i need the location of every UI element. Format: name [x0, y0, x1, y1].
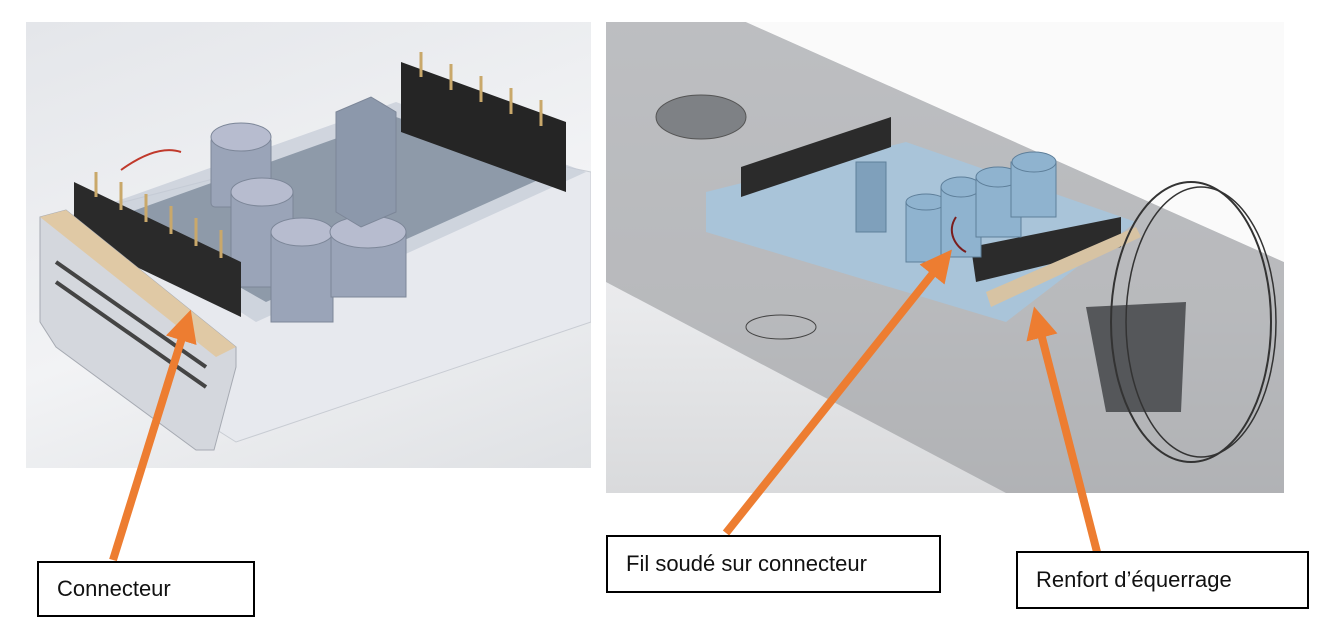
- arrow-squaring-reinforcement: [1026, 306, 1101, 553]
- label-soldered-wire: Fil soudé sur connecteur: [606, 535, 941, 593]
- arrow-connector: [109, 309, 197, 562]
- arrow-soldered-wire: [722, 249, 952, 536]
- label-squaring-reinforcement-text: Renfort d’équerrage: [1036, 567, 1232, 592]
- pcb-render-left: [26, 22, 591, 468]
- label-connector: Connecteur: [37, 561, 255, 617]
- label-soldered-wire-text: Fil soudé sur connecteur: [626, 551, 867, 576]
- label-squaring-reinforcement: Renfort d’équerrage: [1016, 551, 1309, 609]
- label-connector-text: Connecteur: [57, 576, 171, 601]
